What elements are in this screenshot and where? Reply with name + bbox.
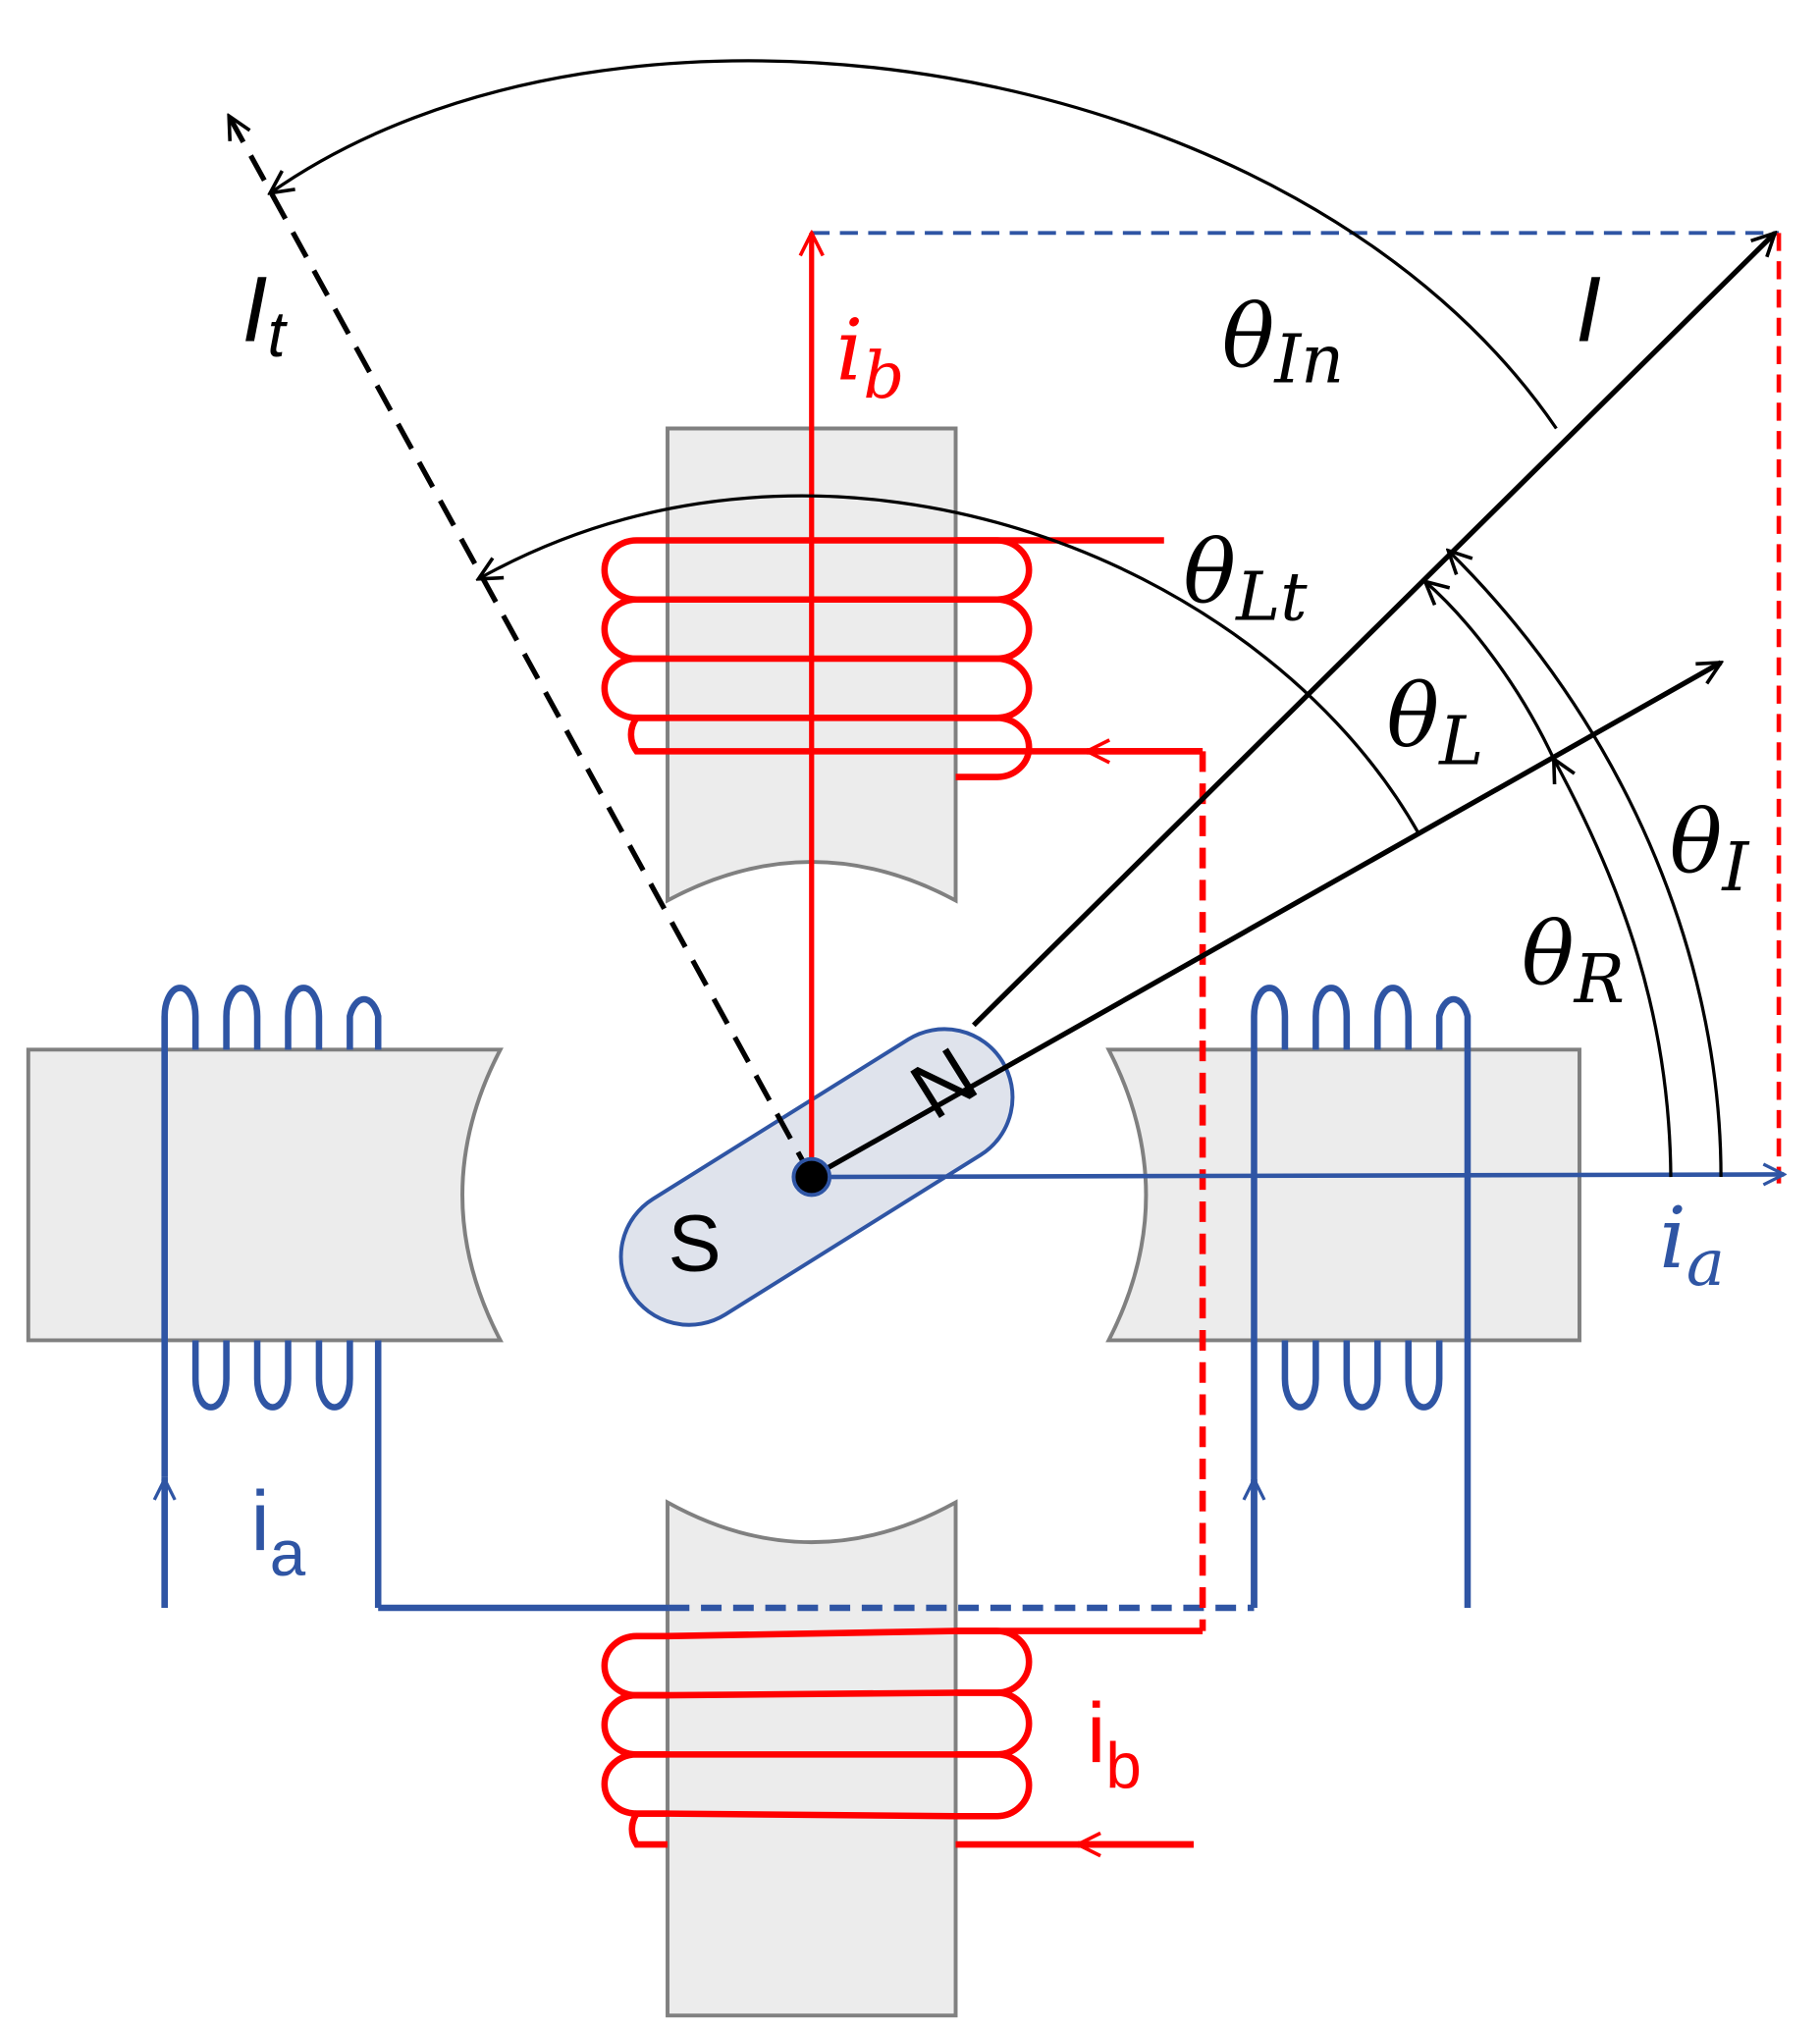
stator-pole-right	[1105, 1047, 1581, 1343]
vector-i-a	[811, 1174, 1785, 1177]
rotor-south-label: S	[668, 1200, 721, 1289]
label-i-b-top: ib	[836, 302, 905, 413]
label-i-b-bottom: ib	[1087, 1686, 1142, 1801]
arc-theta-I	[1448, 551, 1723, 1178]
arc-theta-L	[1425, 581, 1556, 760]
vector-rotor-axis	[810, 660, 1721, 1180]
winding-a-right	[1251, 985, 1472, 1608]
label-theta-R: θR	[1522, 904, 1625, 1019]
vector-I-t-dashed	[226, 116, 815, 1179]
label-theta-Lt: θLt	[1183, 521, 1308, 636]
label-I-t: It	[241, 257, 288, 370]
label-I: I	[1576, 257, 1601, 360]
stator-pole-left	[26, 1047, 504, 1343]
rotor-center-dot	[791, 1156, 832, 1198]
label-theta-L: θL	[1386, 666, 1483, 780]
vector-I	[972, 233, 1775, 1028]
label-i-a-right: ia	[1659, 1190, 1725, 1301]
arc-theta-Lt	[478, 494, 1420, 835]
label-theta-In: θIn	[1222, 287, 1344, 400]
label-i-a-left: ia	[250, 1474, 305, 1589]
arc-theta-In	[270, 59, 1558, 430]
winding-b-bottom	[601, 1627, 1204, 1848]
stator-pole-bottom	[666, 1499, 958, 2018]
winding-a-left	[161, 985, 669, 1612]
label-theta-I: θI	[1670, 792, 1751, 907]
arc-theta-R	[1554, 759, 1673, 1178]
